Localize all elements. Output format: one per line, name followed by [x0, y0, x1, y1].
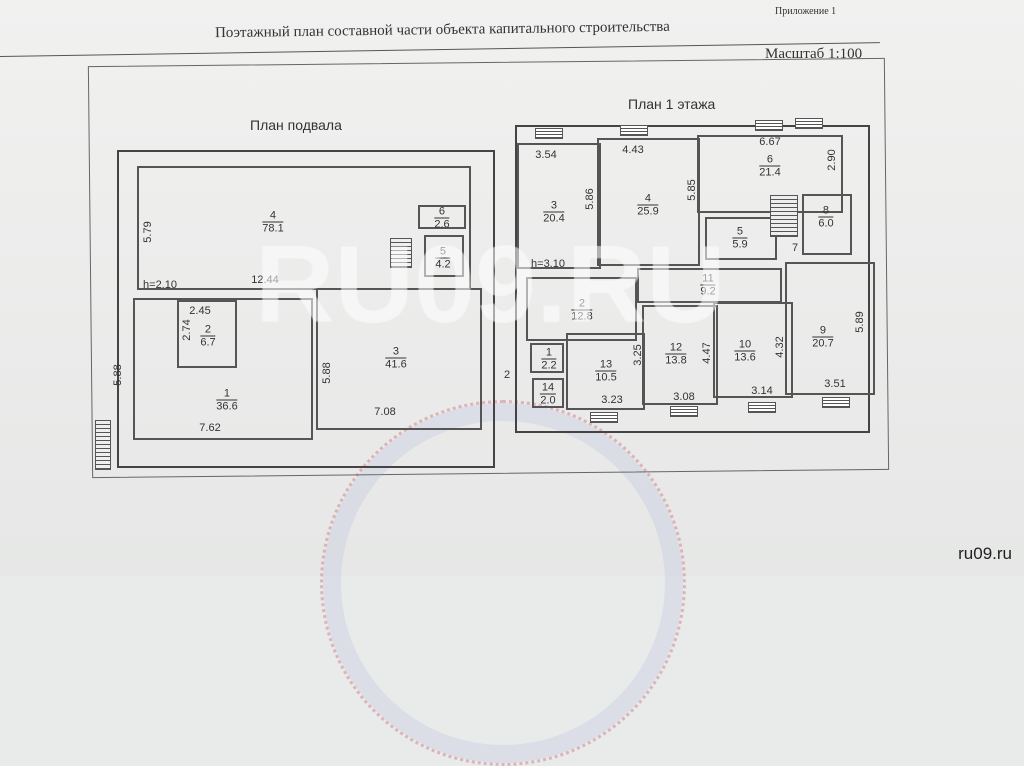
window — [795, 118, 823, 129]
dimension: 5.88 — [112, 364, 124, 386]
dimension: 5.88 — [321, 362, 333, 384]
dimension: 3.23 — [601, 394, 623, 406]
floor1-plan-title: План 1 этажа — [628, 96, 716, 112]
appendix-label: Приложение 1 — [775, 6, 837, 17]
dimension: 4.32 — [774, 336, 786, 358]
basement-room-2 — [177, 300, 237, 368]
title-underline — [0, 42, 880, 57]
dimension: 4.47 — [701, 342, 713, 364]
dimension: 3.51 — [824, 378, 846, 390]
ceiling-height: h=2.10 — [143, 279, 177, 291]
window — [620, 125, 648, 136]
window — [670, 406, 698, 417]
dimension: 5.85 — [686, 179, 698, 201]
basement-stairs — [390, 238, 412, 268]
dimension: 3.14 — [751, 385, 773, 397]
floor1-stairs — [770, 195, 798, 237]
ceiling-height: h=3.10 — [531, 258, 565, 270]
window — [822, 397, 850, 408]
dimension: 3.08 — [673, 391, 695, 403]
dimension: 2 — [503, 369, 511, 381]
basement-entry-stairs — [95, 420, 111, 470]
floor1-room-14 — [532, 378, 564, 408]
dimension: 2.45 — [189, 305, 211, 317]
dimension: 5.79 — [142, 221, 154, 243]
dimension: 5.86 — [584, 188, 596, 210]
dimension: 4.43 — [622, 144, 644, 156]
document-title: Поэтажный план составной части объекта к… — [214, 18, 670, 42]
dimension: 12.44 — [251, 274, 279, 286]
dimension: 7 — [791, 242, 799, 254]
dimension: 3.54 — [535, 149, 557, 161]
window — [535, 128, 563, 139]
dimension: 2.90 — [826, 149, 838, 171]
scale-label: Масштаб 1:100 — [765, 46, 863, 62]
site-label: ru09.ru — [958, 544, 1012, 563]
basement-room-1 — [133, 298, 313, 440]
window — [755, 120, 783, 131]
dimension: 5.89 — [854, 311, 866, 333]
basement-plan-title: План подвала — [250, 117, 342, 133]
floor1-room-8 — [802, 194, 852, 255]
window — [748, 402, 776, 413]
dimension: 2.74 — [181, 319, 193, 341]
dimension: 6.67 — [759, 136, 781, 148]
window — [590, 412, 618, 423]
dimension: 7.08 — [374, 406, 396, 418]
dimension: 3.25 — [632, 344, 644, 366]
dimension: 7.62 — [199, 422, 221, 434]
